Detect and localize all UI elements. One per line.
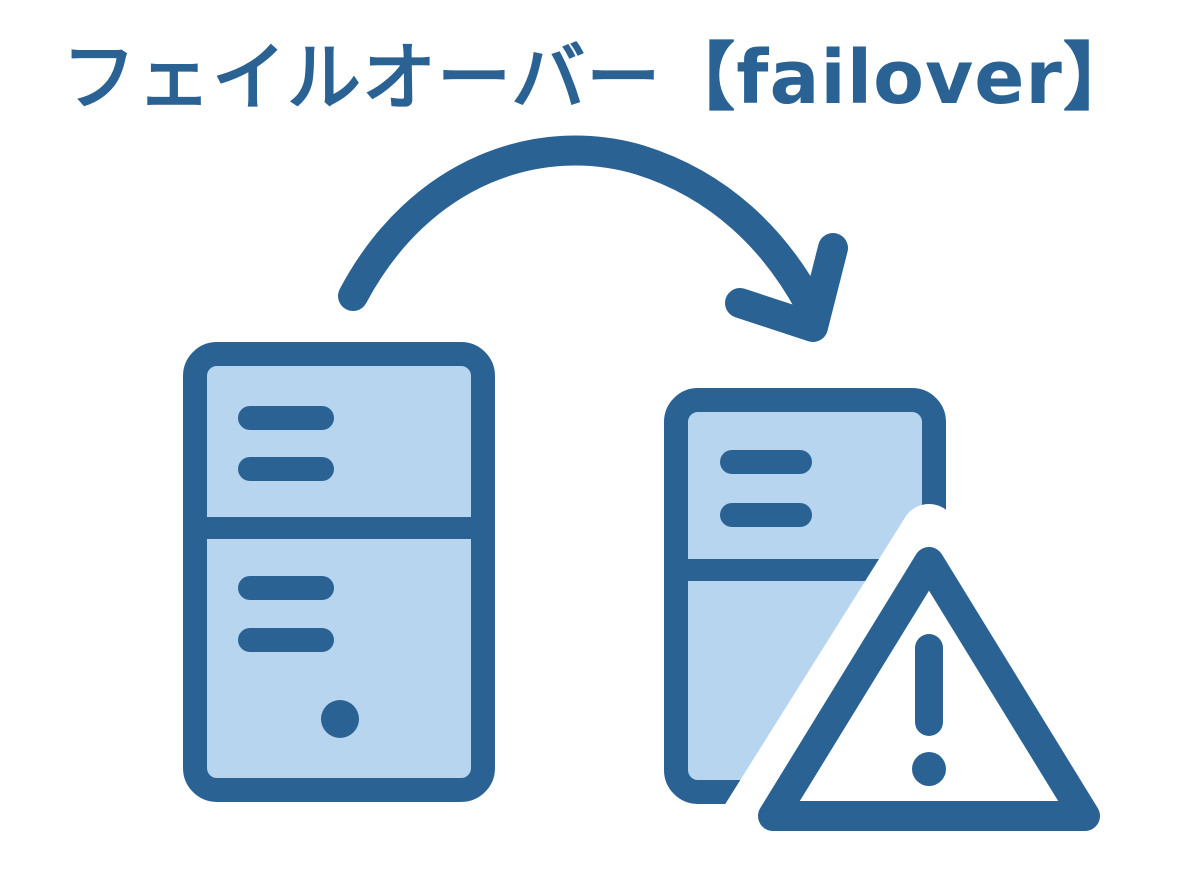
- primary-server-icon: [183, 342, 495, 802]
- warning-triangle-icon: [714, 504, 1144, 858]
- exclamation-dot: [912, 752, 946, 786]
- page-title: フェイルオーバー【failover】: [62, 35, 1138, 121]
- power-indicator: [321, 700, 359, 738]
- curved-arrow-icon: [338, 135, 848, 342]
